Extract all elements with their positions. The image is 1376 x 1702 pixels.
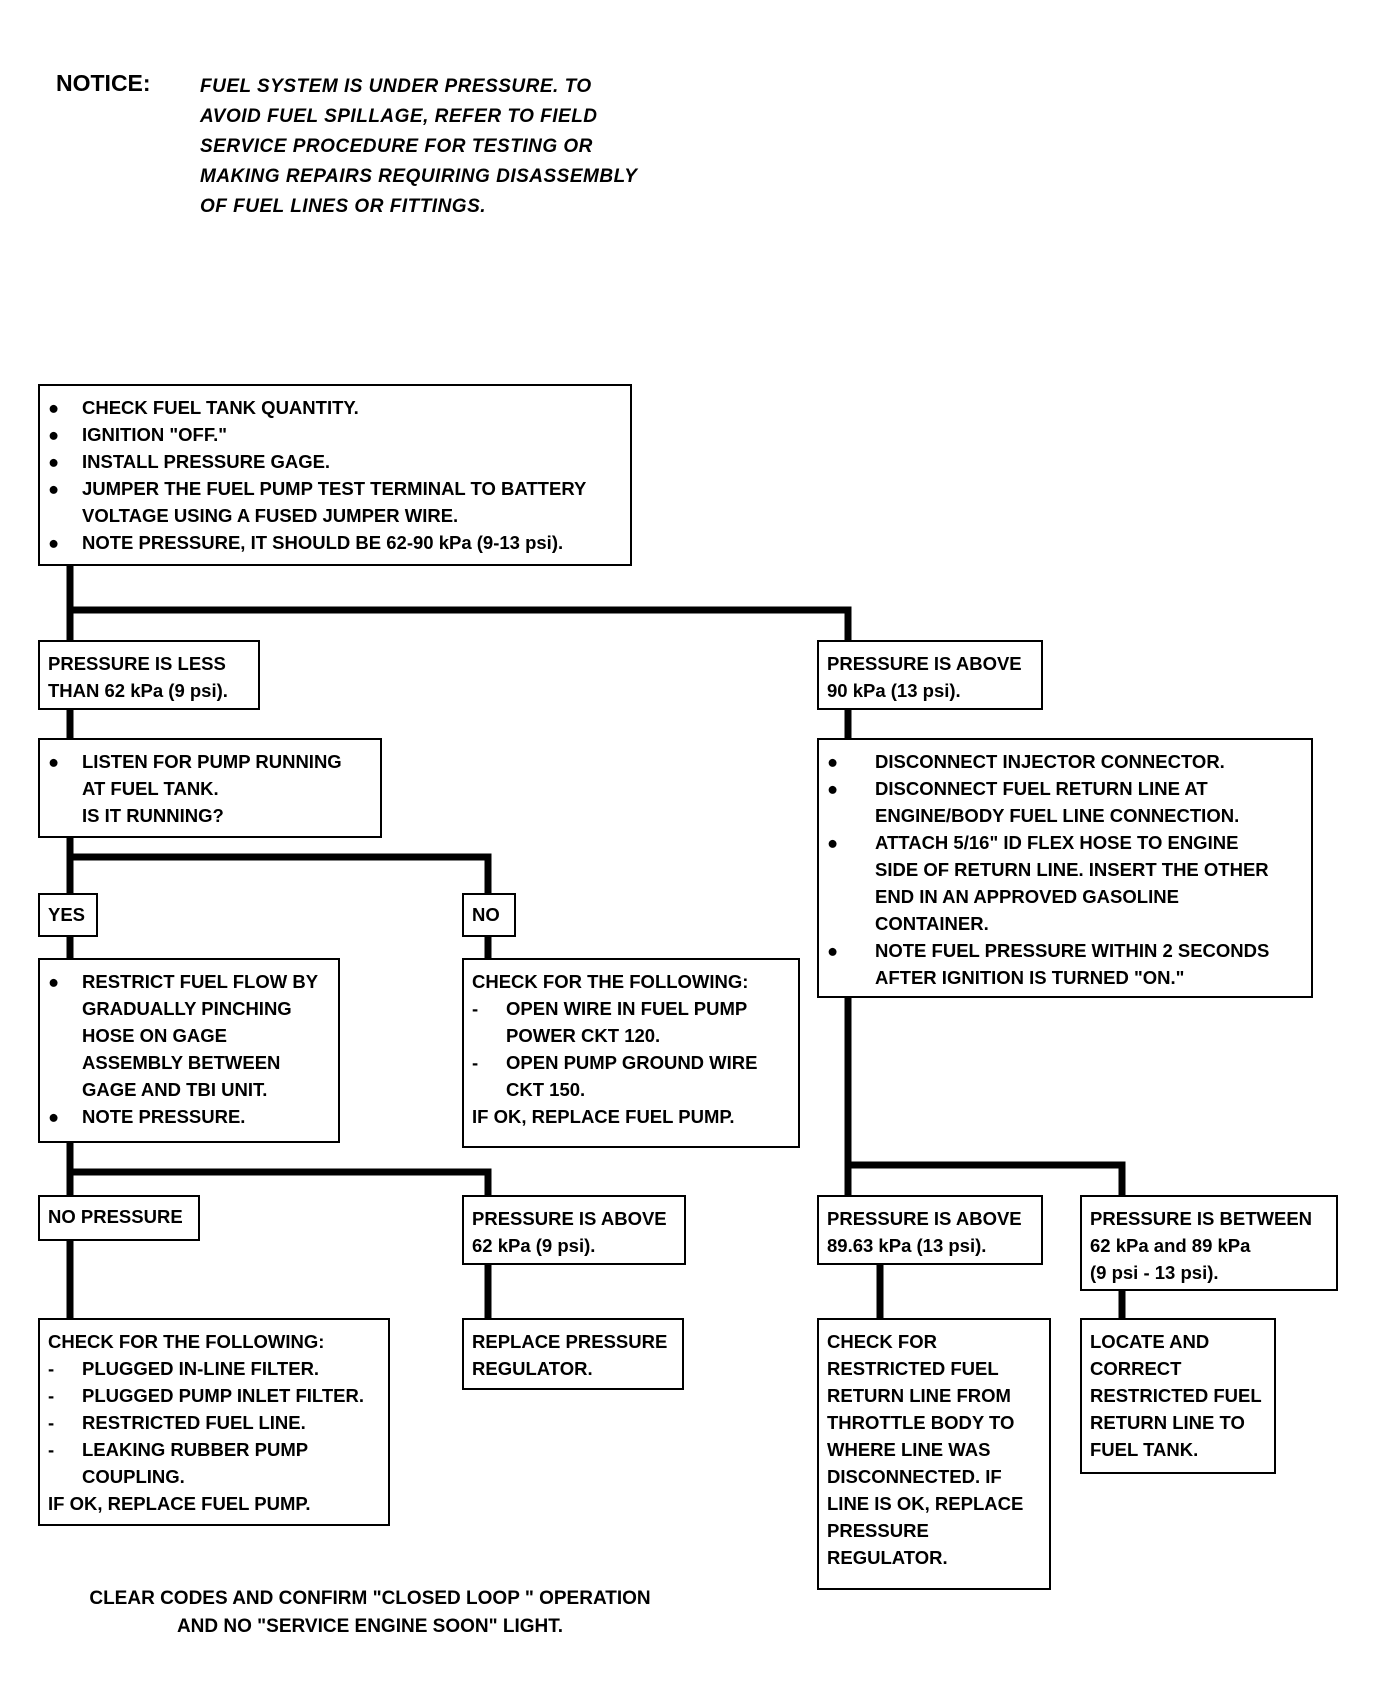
dash-icon: - — [472, 998, 479, 1019]
bullet-item: ●ATTACH 5/16" ID FLEX HOSE TO ENGINE — [827, 829, 1303, 856]
bullet-icon: ● — [48, 1106, 60, 1127]
low-pressure-box: PRESSURE IS LESS THAN 62 kPa (9 psi). — [38, 640, 260, 710]
no-check-box: CHECK FOR THE FOLLOWING: -OPEN WIRE IN F… — [462, 958, 800, 1148]
restrict-box: ●RESTRICT FUEL FLOW BY GRADUALLY PINCHIN… — [38, 958, 340, 1143]
notice-line: SERVICE PROCEDURE FOR TESTING OR — [200, 136, 593, 157]
bullet-item: ●NOTE PRESSURE, IT SHOULD BE 62-90 kPa (… — [48, 529, 622, 556]
bullet-item: ●IGNITION "OFF." — [48, 421, 622, 448]
bullet-item: ●DISCONNECT FUEL RETURN LINE AT — [827, 775, 1303, 802]
notice-line: OF FUEL LINES OR FITTINGS. — [200, 196, 487, 217]
bullet-icon: ● — [48, 397, 60, 418]
disconnect-box: ●DISCONNECT INJECTOR CONNECTOR. ●DISCONN… — [817, 738, 1313, 998]
bullet-item: ●INSTALL PRESSURE GAGE. — [48, 448, 622, 475]
start-box: ●CHECK FUEL TANK QUANTITY. ●IGNITION "OF… — [38, 384, 632, 566]
check-return-box: CHECK FOR RESTRICTED FUEL RETURN LINE FR… — [817, 1318, 1051, 1590]
replace-regulator-box: REPLACE PRESSURE REGULATOR. — [462, 1318, 684, 1390]
bullet-icon: ● — [48, 451, 60, 472]
listen-box: ●LISTEN FOR PUMP RUNNING AT FUEL TANK. I… — [38, 738, 382, 838]
bullet-icon: ● — [827, 940, 839, 961]
bullet-icon: ● — [827, 778, 839, 799]
notice-line: MAKING REPAIRS REQUIRING DISASSEMBLY — [200, 166, 638, 187]
bullet-item: ●CHECK FUEL TANK QUANTITY. — [48, 394, 622, 421]
check-list-box: CHECK FOR THE FOLLOWING: -PLUGGED IN-LIN… — [38, 1318, 390, 1526]
dash-icon: - — [48, 1439, 55, 1460]
bullet-icon: ● — [48, 971, 60, 992]
footer-line: AND NO "SERVICE ENGINE SOON" LIGHT. — [176, 1616, 564, 1637]
footer-line: CLEAR CODES AND CONFIRM "CLOSED LOOP " O… — [89, 1588, 651, 1609]
bullet-icon: ● — [48, 424, 60, 445]
bullet-icon: ● — [827, 832, 839, 853]
notice-text: FUEL SYSTEM IS UNDER PRESSURE. TO AVOID … — [200, 72, 670, 222]
dash-icon: - — [48, 1412, 55, 1433]
between-box: PRESSURE IS BETWEEN 62 kPa and 89 kPa (9… — [1080, 1195, 1338, 1291]
bullet-item: ●NOTE PRESSURE. — [48, 1103, 330, 1130]
above-62-box: PRESSURE IS ABOVE 62 kPa (9 psi). — [462, 1195, 686, 1265]
notice-line: AVOID FUEL SPILLAGE, REFER TO FIELD — [200, 106, 598, 127]
dash-icon: - — [472, 1052, 479, 1073]
notice-label: NOTICE: — [56, 70, 151, 96]
yes-label: YES — [38, 893, 98, 937]
bullet-continuation: VOLTAGE USING A FUSED JUMPER WIRE. — [82, 505, 459, 526]
bullet-item: ●JUMPER THE FUEL PUMP TEST TERMINAL TO B… — [48, 475, 622, 502]
dash-icon: - — [48, 1385, 55, 1406]
dash-icon: - — [48, 1358, 55, 1379]
no-pressure-box: NO PRESSURE — [38, 1195, 200, 1241]
locate-box: LOCATE AND CORRECT RESTRICTED FUEL RETUR… — [1080, 1318, 1276, 1474]
footer-note: CLEAR CODES AND CONFIRM "CLOSED LOOP " O… — [60, 1585, 680, 1641]
bullet-item: ●DISCONNECT INJECTOR CONNECTOR. — [827, 748, 1303, 775]
bullet-icon: ● — [48, 751, 60, 772]
bullet-item: ●LISTEN FOR PUMP RUNNING — [48, 748, 372, 775]
bullet-item: ●RESTRICT FUEL FLOW BY — [48, 968, 330, 995]
above-89-box: PRESSURE IS ABOVE 89.63 kPa (13 psi). — [817, 1195, 1043, 1265]
bullet-icon: ● — [48, 532, 60, 553]
bullet-icon: ● — [48, 478, 60, 499]
bullet-item: ●NOTE FUEL PRESSURE WITHIN 2 SECONDS — [827, 937, 1303, 964]
notice-line: FUEL SYSTEM IS UNDER PRESSURE. TO — [200, 76, 592, 97]
no-label: NO — [462, 893, 516, 937]
bullet-icon: ● — [827, 751, 839, 772]
high-pressure-box: PRESSURE IS ABOVE 90 kPa (13 psi). — [817, 640, 1043, 710]
